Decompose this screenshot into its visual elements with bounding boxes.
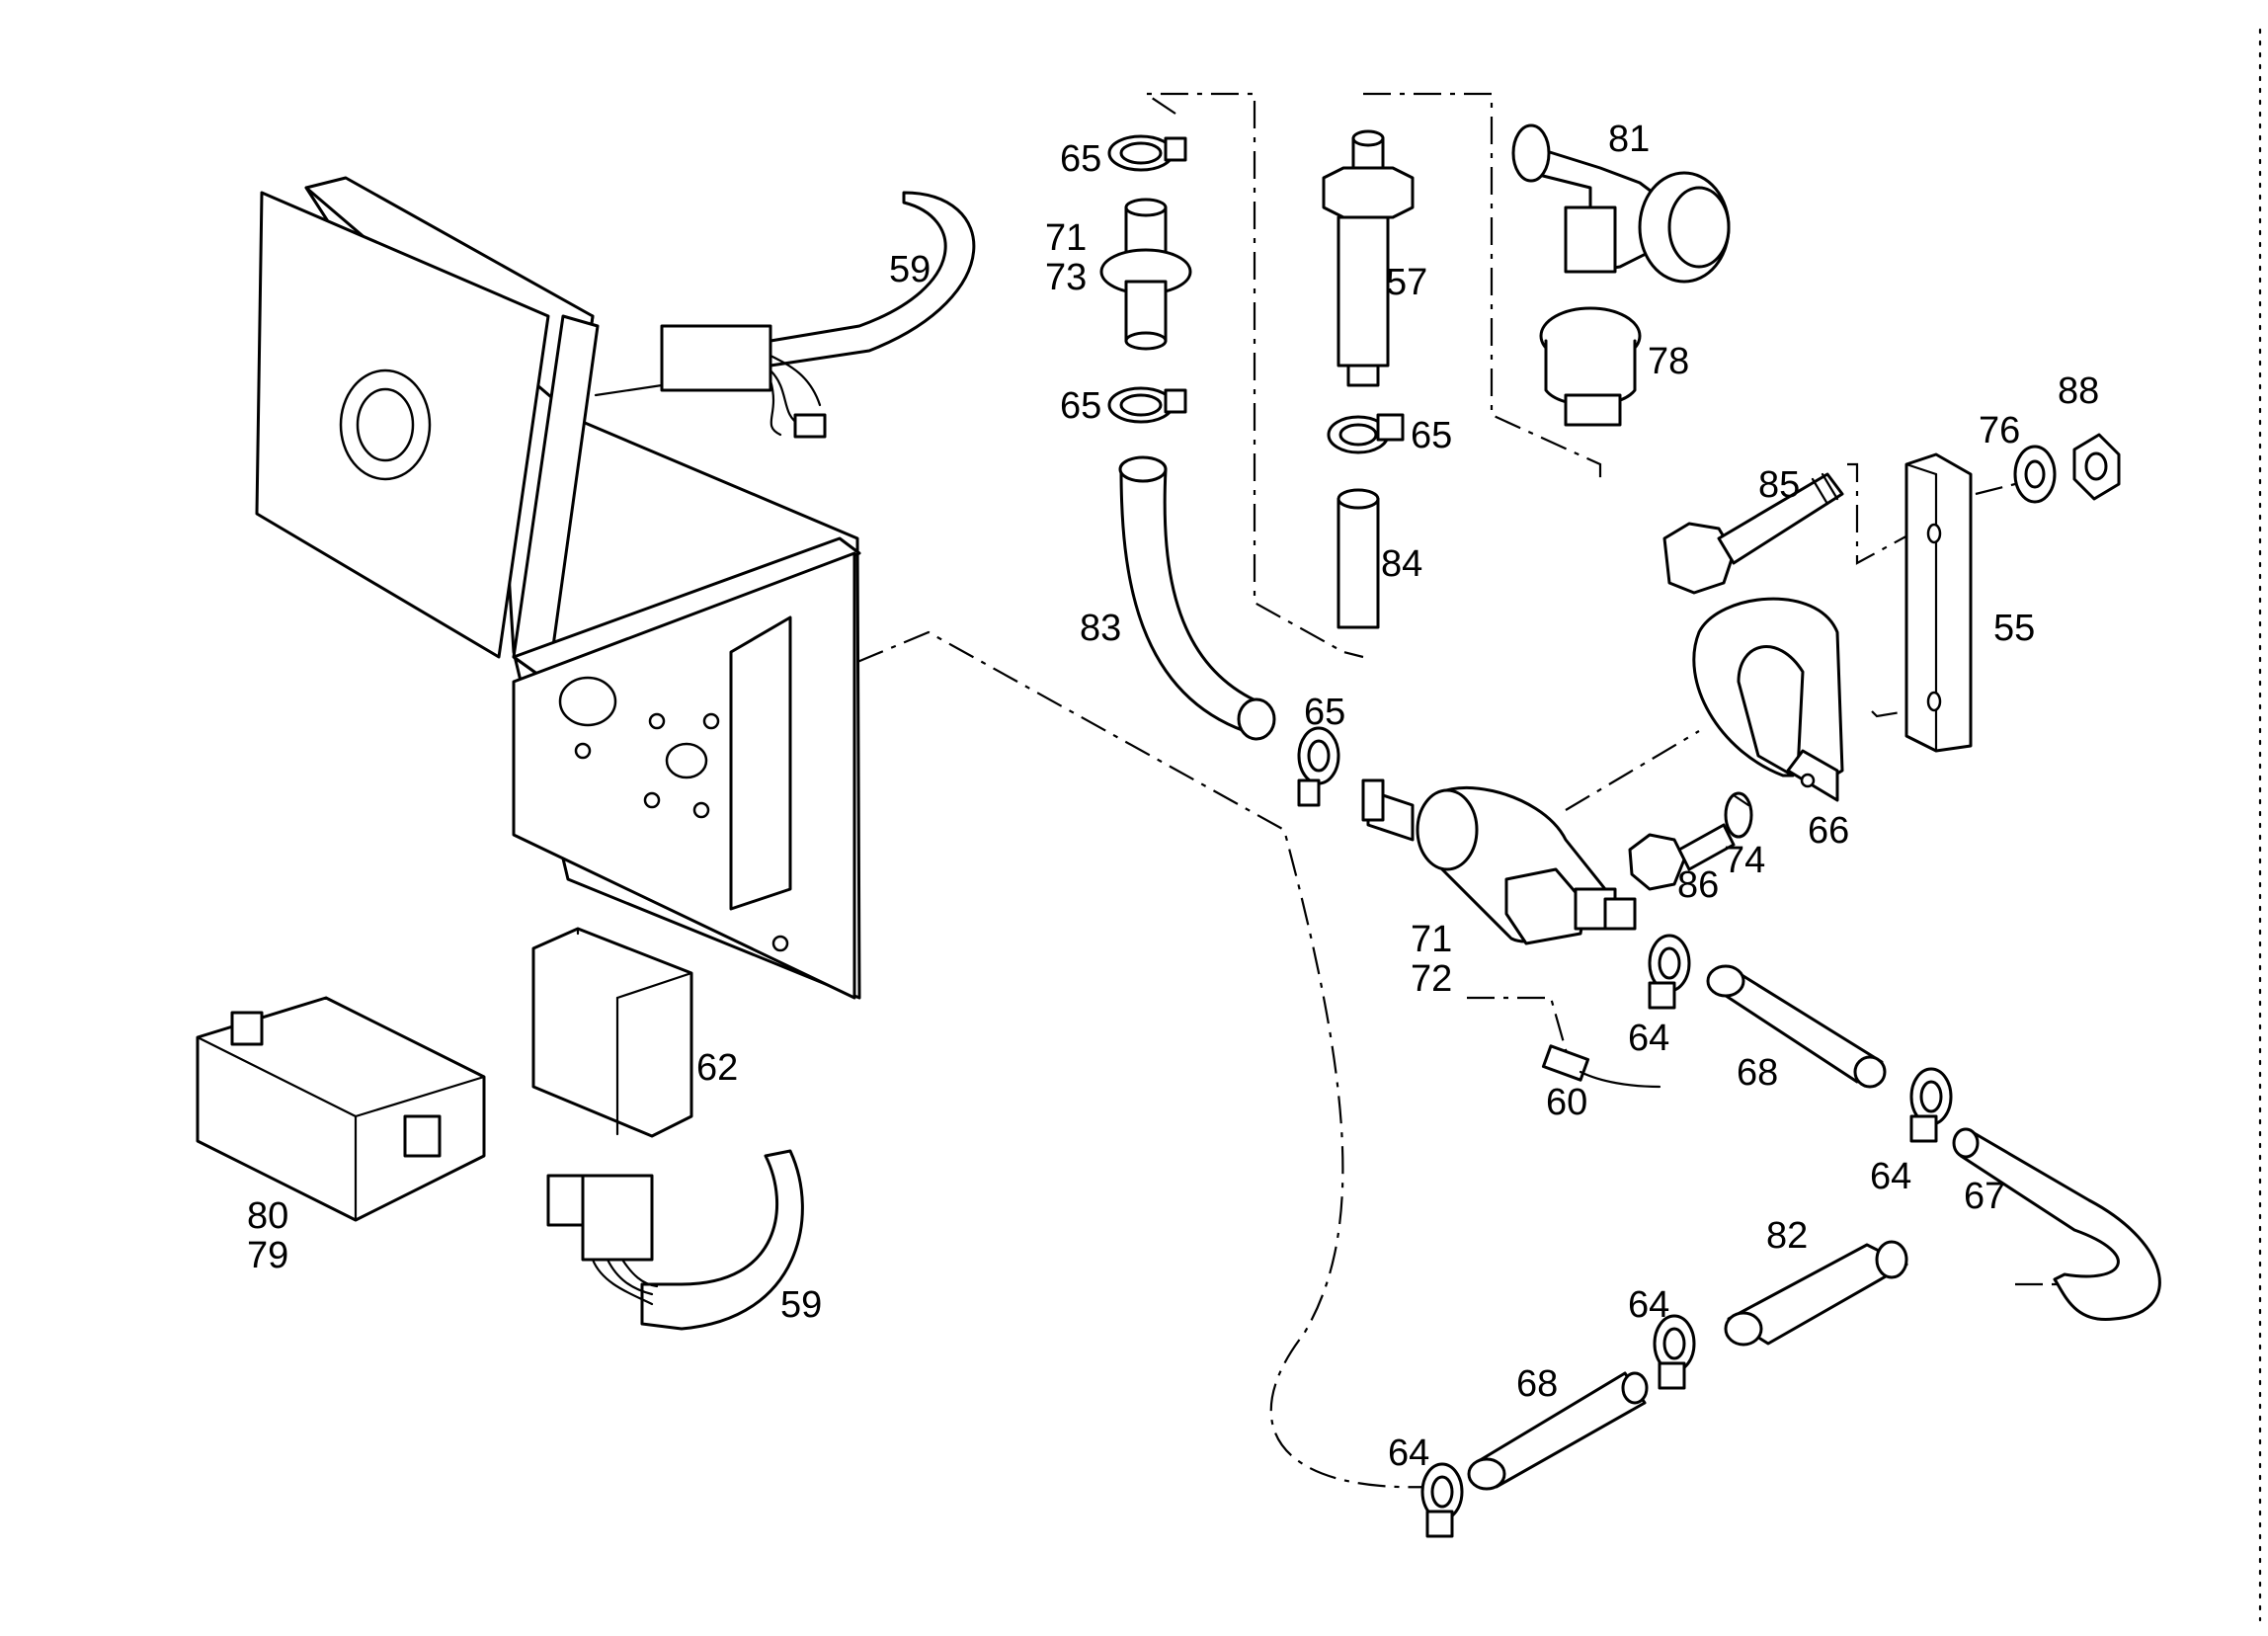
- hose-clamp-65-top: [1107, 134, 1187, 172]
- nut-88: [2072, 433, 2121, 501]
- washer-76: [2013, 445, 2057, 504]
- callout-88: 88: [2058, 370, 2099, 412]
- callout-65-third: 65: [1411, 415, 1452, 456]
- callout-65-top: 65: [1060, 138, 1101, 180]
- bolt-86: [1628, 823, 1736, 891]
- leader-line-55: [1871, 482, 2016, 718]
- pipe-68-upper: [1706, 964, 1887, 1089]
- fuel-pump-71: [1361, 778, 1637, 945]
- callout-62: 62: [696, 1047, 738, 1089]
- callout-79: 79: [247, 1235, 288, 1276]
- callout-66: 66: [1808, 810, 1849, 852]
- cable-harness-59-top: [594, 191, 976, 439]
- callout-82: 82: [1766, 1215, 1808, 1257]
- tee-fitting-81: [1511, 123, 1731, 284]
- callout-65-second: 65: [1060, 385, 1101, 427]
- hose-clamp-64-b: [1909, 1067, 1953, 1143]
- callout-76: 76: [1979, 410, 2020, 451]
- callout-85: 85: [1758, 464, 1800, 506]
- callout-71-upper: 71: [1045, 217, 1087, 259]
- callout-68-upper: 68: [1737, 1052, 1778, 1094]
- callout-64-b: 64: [1870, 1156, 1911, 1197]
- compression-nut-78: [1539, 306, 1642, 427]
- callout-72: 72: [1411, 958, 1452, 1000]
- callout-73: 73: [1045, 257, 1087, 298]
- callout-57: 57: [1386, 262, 1427, 303]
- callout-65-pump: 65: [1304, 692, 1345, 733]
- callout-80: 80: [247, 1195, 288, 1237]
- sensor-lead-60: [1541, 1044, 1661, 1089]
- callout-64-a: 64: [1628, 1018, 1669, 1059]
- hose-67: [1952, 1127, 2161, 1321]
- callout-55: 55: [1993, 608, 2035, 649]
- leader-line-65-73: [1142, 92, 1364, 659]
- callout-labels: 59 65 71 73 57 81 78 65 65 84 83 85 76 8…: [247, 119, 2099, 1474]
- hose-82: [1724, 1240, 1908, 1347]
- hose-83: [1118, 455, 1276, 741]
- callout-81: 81: [1608, 119, 1650, 160]
- hose-clamp-64-c: [1653, 1314, 1696, 1390]
- callout-84: 84: [1381, 543, 1422, 585]
- pipe-84: [1336, 488, 1380, 629]
- callout-86: 86: [1677, 864, 1719, 906]
- relay-box-62: [531, 927, 693, 1138]
- callout-68-lower: 68: [1516, 1363, 1558, 1405]
- callout-64-c: 64: [1628, 1284, 1669, 1326]
- control-panel-housing: [255, 176, 861, 1000]
- control-unit-80: [196, 996, 486, 1222]
- leader-line-85: [1847, 462, 1912, 565]
- leader-line-66: [1565, 730, 1700, 811]
- callout-59-bottom: 59: [780, 1284, 822, 1326]
- clamp-strap-66: [1692, 597, 1844, 802]
- hose-clamp-65-pump: [1297, 726, 1340, 807]
- leader-line-57-78: [1363, 92, 1602, 484]
- check-valve-71: [1099, 198, 1192, 351]
- callout-71-pump: 71: [1411, 919, 1452, 960]
- bolt-85: [1662, 472, 1844, 595]
- pipe-68-lower: [1467, 1371, 1649, 1491]
- hose-clamp-64-d: [1420, 1462, 1464, 1538]
- callout-83: 83: [1080, 608, 1121, 649]
- lock-washer-74: [1724, 791, 1753, 839]
- callout-74: 74: [1724, 840, 1765, 881]
- leader-line-panel: [856, 630, 1428, 1489]
- callout-59-top: 59: [889, 249, 931, 290]
- callout-60: 60: [1546, 1082, 1587, 1123]
- bracket-55: [1904, 452, 1973, 753]
- connector-tube-57: [1322, 129, 1415, 387]
- hose-clamp-65-second: [1107, 386, 1187, 424]
- hose-clamp-65-third: [1327, 413, 1405, 454]
- cable-harness-59-bottom: [546, 1149, 804, 1331]
- callout-78: 78: [1648, 341, 1689, 382]
- callout-67: 67: [1964, 1176, 2005, 1217]
- callout-64-d: 64: [1388, 1432, 1429, 1474]
- hose-clamp-64-a: [1648, 934, 1691, 1010]
